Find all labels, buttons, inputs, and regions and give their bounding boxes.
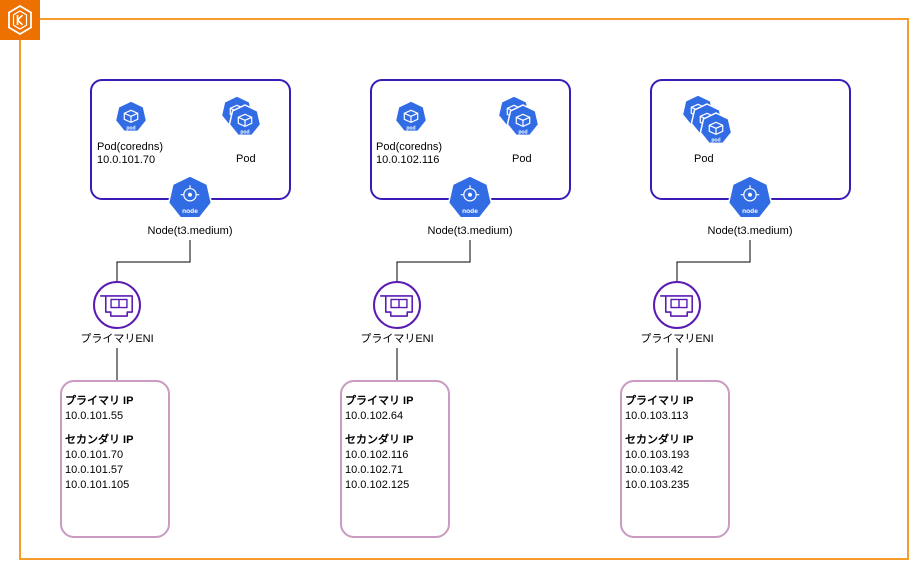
pod-stack-icon: pod [699,112,733,145]
primary-ip: 10.0.102.64 [345,410,404,422]
secondary-ip: 10.0.102.71 [345,464,404,476]
svg-text:node: node [742,208,758,215]
pod-icon: pod [394,100,428,133]
pod-stack-icon: pod [506,104,540,137]
secondary-ip: 10.0.103.193 [625,449,690,461]
node-label-3: Node(t3.medium) [707,225,793,237]
secondary-ip: 10.0.101.70 [65,449,124,461]
secondary-ip: 10.0.102.125 [345,479,410,491]
eni-label-1: プライマリENI [80,333,154,345]
secondary-ip-header: セカンダリ IP [625,434,694,446]
primary-ip-header: プライマリ IP [625,395,694,407]
secondary-ip-header: セカンダリ IP [345,434,414,446]
svg-text:pod: pod [240,129,249,135]
pod-ip-coredns-2: 10.0.102.116 [376,154,440,166]
svg-text:pod: pod [126,125,135,131]
secondary-ip: 10.0.102.116 [345,449,409,461]
svg-text:node: node [462,208,478,215]
eni-icon [93,281,141,329]
connector-node-eni-1 [116,240,191,283]
ip-box-1: プライマリ IP 10.0.101.55 セカンダリ IP 10.0.101.7… [60,380,170,538]
pod-name-3: Pod [694,153,714,165]
node-icon: node [447,175,493,219]
node-icon: node [727,175,773,219]
pod-name-2: Pod [512,153,532,165]
ip-box-3: プライマリ IP 10.0.103.113 セカンダリ IP 10.0.103.… [620,380,730,538]
connector-node-eni-2 [396,240,471,283]
pod-ip-coredns-1: 10.0.101.70 [97,154,156,166]
primary-ip: 10.0.101.55 [65,410,124,422]
cluster-boundary [19,18,909,560]
eni-label-2: プライマリENI [360,333,434,345]
primary-ip-header: プライマリ IP [65,395,134,407]
pod-icon: pod [114,100,148,133]
primary-ip: 10.0.103.113 [625,410,689,422]
secondary-ip-header: セカンダリ IP [65,434,134,446]
pod-stack-icon: pod [228,104,262,137]
svg-text:pod: pod [518,129,527,135]
eks-cluster-icon [0,0,40,40]
svg-text:pod: pod [406,125,415,131]
svg-text:node: node [182,208,198,215]
secondary-ip: 10.0.103.42 [625,464,684,476]
connector-node-eni-3 [676,240,751,283]
ip-box-2: プライマリ IP 10.0.102.64 セカンダリ IP 10.0.102.1… [340,380,450,538]
secondary-ip: 10.0.101.105 [65,479,130,491]
pod-name-1: Pod [236,153,256,165]
svg-text:pod: pod [711,137,720,143]
secondary-ip: 10.0.101.57 [65,464,124,476]
eni-icon [653,281,701,329]
pod-name-coredns-1: Pod(coredns) [97,141,164,153]
node-icon: node [167,175,213,219]
primary-ip-header: プライマリ IP [345,395,414,407]
node-label-1: Node(t3.medium) [147,225,233,237]
pod-name-coredns-2: Pod(coredns) [376,141,443,153]
node-label-2: Node(t3.medium) [427,225,513,237]
eni-label-3: プライマリENI [640,333,714,345]
secondary-ip: 10.0.103.235 [625,479,690,491]
eni-icon [373,281,421,329]
